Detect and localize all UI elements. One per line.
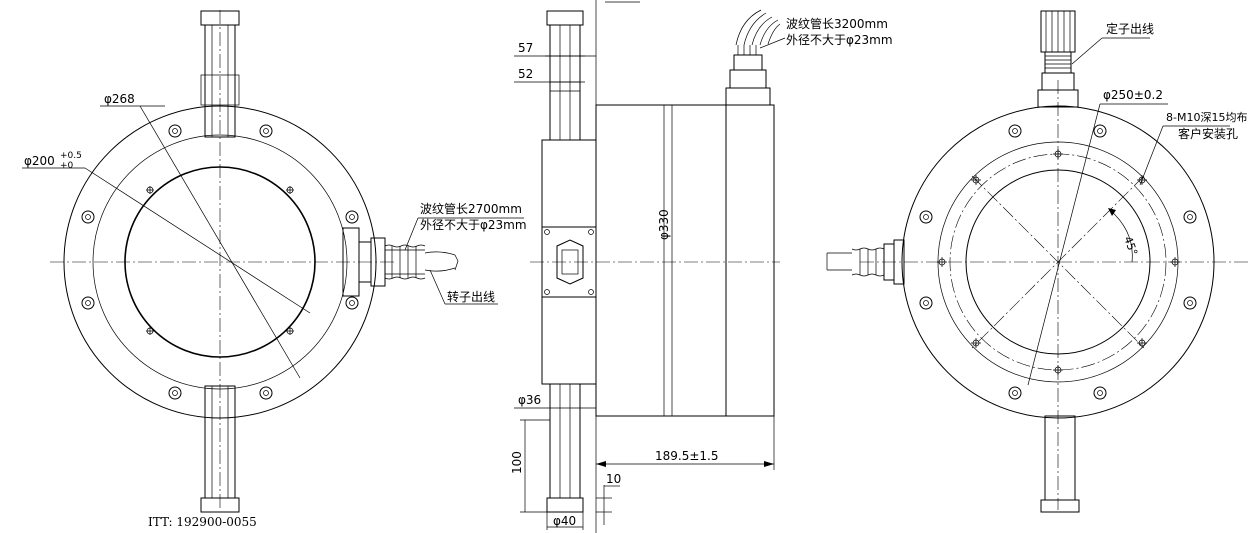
dia-200-label: φ200 xyxy=(24,154,55,168)
stator-outlet-label: 定子出线 xyxy=(1106,21,1154,36)
mount-holes-label: 客户安装孔 xyxy=(1178,126,1238,141)
dia-250-label: φ250±0.2 xyxy=(1103,88,1163,102)
stator-hose-od: 外径不大于φ23mm xyxy=(786,33,893,47)
bottom-shaft xyxy=(200,385,240,513)
rotor-hose-od: 外径不大于φ23mm xyxy=(420,218,527,232)
outer-flange-circle xyxy=(63,105,377,419)
length-189-5: 189.5±1.5 xyxy=(655,449,719,463)
dim-100: 100 xyxy=(510,451,524,474)
rotor-hose-length: 波纹管长2700mm xyxy=(420,201,522,216)
dia-200-tol-zero: +0 xyxy=(60,161,74,171)
rotor-outlet-connector xyxy=(342,227,459,297)
rear-bottom-shaft xyxy=(1040,415,1080,513)
mount-holes-spec: 8-M10深15均布 xyxy=(1166,111,1247,124)
dia-330: φ330 xyxy=(657,209,671,240)
dim-10: 10 xyxy=(606,472,621,486)
rear-outer-circle xyxy=(901,105,1215,419)
top-shaft xyxy=(200,10,240,138)
inner-bore-circle xyxy=(124,166,316,358)
rotor-outlet-label: 转子出线 xyxy=(447,289,495,304)
rear-flange-holes xyxy=(919,124,1197,400)
side-body xyxy=(595,104,775,417)
rear-rotor-connector xyxy=(826,239,905,285)
dim-52: 52 xyxy=(518,67,533,81)
side-view: 57 52 波纹管长3200mm 外径不大于φ23mm φ330 φ36 100… xyxy=(510,0,893,533)
m10-mount-holes xyxy=(937,149,1180,375)
dim-57: 57 xyxy=(518,41,533,55)
inner-screws xyxy=(146,186,294,335)
dia-40: φ40 xyxy=(553,514,576,528)
flange-step-circle xyxy=(92,134,348,390)
stator-outlet-connector xyxy=(1037,10,1079,108)
left-front-view: φ268 φ200 +0.5 +0 波纹管长2700mm 外径不大于φ23mm … xyxy=(22,10,527,529)
dia-200-tol-plus: +0.5 xyxy=(60,151,82,161)
flange-holes xyxy=(81,124,359,400)
right-rear-view: 定子出线 φ250±0.2 8-M10深15均布 客户安装孔 45° xyxy=(826,10,1250,513)
angle-45: 45° xyxy=(1121,235,1140,258)
rear-inner-circle xyxy=(965,169,1151,355)
dia-268-label: φ268 xyxy=(104,92,135,106)
stator-hose-length: 波纹管长3200mm xyxy=(786,16,888,31)
dia-36: φ36 xyxy=(518,393,541,407)
part-number: ITT: 192900-0055 xyxy=(148,515,257,529)
